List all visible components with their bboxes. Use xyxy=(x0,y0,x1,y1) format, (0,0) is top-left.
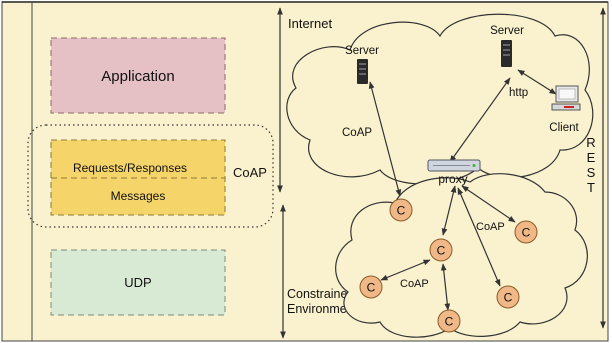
protocol-stack: Application Requests/Responses Messages … xyxy=(27,37,274,316)
proxy-device-icon xyxy=(427,159,481,172)
server-icon xyxy=(357,59,368,84)
server-label: Server xyxy=(490,25,524,37)
node-label: C xyxy=(522,226,531,240)
constrained-label-line1: Constrained xyxy=(287,287,354,301)
link-proxy-to-node xyxy=(441,185,457,236)
client: Client xyxy=(549,85,581,134)
link-server-to-proxy xyxy=(449,77,511,163)
rest-letter: T xyxy=(587,180,595,195)
internet-cloud xyxy=(286,13,594,185)
server-right: Server xyxy=(490,25,524,67)
constrained-node: C xyxy=(514,220,538,244)
link-server-to-client xyxy=(517,69,557,95)
client-label: Client xyxy=(549,122,579,134)
application-layer xyxy=(50,37,226,114)
node-label: C xyxy=(445,315,454,329)
link-node-to-node xyxy=(440,263,451,311)
rest-letter: R xyxy=(586,135,595,150)
server-icon xyxy=(501,40,512,67)
network-links xyxy=(368,69,557,311)
link-server-to-node xyxy=(368,81,402,197)
proxy-label: proxy xyxy=(438,172,467,186)
rest-letter: E xyxy=(587,150,596,165)
coap-layer xyxy=(50,139,226,216)
proxy: proxy xyxy=(427,159,481,186)
computer-icon xyxy=(551,85,581,111)
coap-link-label: CoAP xyxy=(400,278,429,290)
messages-label: Messages xyxy=(111,189,166,203)
rest-label: R E S T xyxy=(586,135,595,195)
node-label: C xyxy=(504,291,513,305)
internet-label: Internet xyxy=(288,16,332,31)
link-proxy-to-node xyxy=(457,187,501,287)
node-label: C xyxy=(367,281,376,295)
constrained-node: C xyxy=(496,285,520,309)
udp-label: UDP xyxy=(124,275,151,290)
server-label: Server xyxy=(345,45,379,57)
coap-link-label: CoAP xyxy=(342,127,372,139)
server-left: Server xyxy=(345,45,379,84)
coap-group-outline xyxy=(27,124,274,228)
constrained-node: C xyxy=(429,238,453,262)
http-link-label: http xyxy=(509,87,528,99)
udp-layer xyxy=(50,249,226,316)
coap-group-label: CoAP xyxy=(233,165,267,180)
constrained-label-line2: Environment xyxy=(287,302,358,316)
requests-responses-label: Requests/Responses xyxy=(73,161,187,175)
application-label: Application xyxy=(101,68,174,85)
constrained-nodes: C C C C C C xyxy=(359,198,538,333)
constrained-node: C xyxy=(389,198,413,222)
constrained-node: C xyxy=(437,309,461,333)
coap-link-label: CoAP xyxy=(476,221,505,233)
node-label: C xyxy=(397,204,406,218)
constrained-node: C xyxy=(359,275,383,299)
node-label: C xyxy=(437,244,446,258)
rest-letter: S xyxy=(587,165,596,180)
link-node-to-node xyxy=(380,259,431,281)
